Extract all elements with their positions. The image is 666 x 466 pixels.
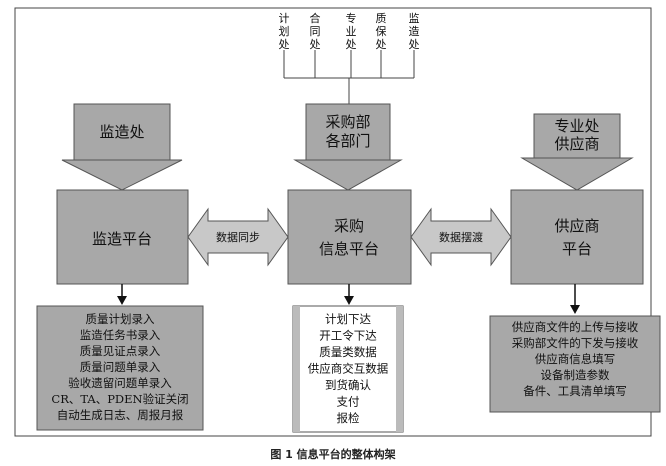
functions-right <box>489 315 661 413</box>
function-item-right: 供应商文件的上传与接收 <box>512 320 639 334</box>
function-item-center: 支付 <box>337 395 360 409</box>
down-arrow-right <box>570 284 580 314</box>
platform-label-right: 平台 <box>562 240 592 258</box>
function-item-right: 采购部文件的下发与接收 <box>512 336 639 350</box>
input-label-right: 供应商 <box>554 135 599 153</box>
department-bracket <box>283 50 415 104</box>
department-label-1: 处 <box>310 38 321 51</box>
department-label-char: 造 <box>409 24 420 38</box>
function-item-left: 监造任务书录入 <box>80 328 161 342</box>
function-item-center: 到货确认 <box>325 378 371 392</box>
platform-label-center: 信息平台 <box>319 240 379 258</box>
department-label-char: 业 <box>346 25 357 38</box>
sync-double-arrow <box>187 207 289 267</box>
department-label-0: 处 <box>279 38 290 51</box>
function-item-center: 质量类数据 <box>319 345 377 359</box>
function-item-left: 验收遗留问题单录入 <box>68 376 172 390</box>
functions-center <box>292 305 404 433</box>
function-item-center: 报检 <box>337 411 360 425</box>
function-item-right: 备件、工具清单填写 <box>523 384 627 398</box>
input-arrow-left <box>61 103 183 191</box>
function-item-left: 自动生成日志、周报月报 <box>57 408 184 422</box>
input-label-center: 各部门 <box>325 132 370 150</box>
department-label-char: 保 <box>376 24 387 38</box>
platform-label-right: 供应商 <box>554 217 599 235</box>
function-item-right: 设备制造参数 <box>541 368 610 382</box>
down-arrow-center <box>344 284 354 305</box>
department-label-char: 合 <box>310 11 321 25</box>
function-item-center: 计划下达 <box>325 312 371 326</box>
input-arrow-right <box>520 113 634 191</box>
department-label-3: 处 <box>376 38 387 51</box>
department-label-2: 处 <box>346 38 357 51</box>
platform-label-left: 监造平台 <box>92 230 152 248</box>
input-label-left: 监造处 <box>99 123 144 141</box>
down-arrow-left <box>117 284 127 305</box>
function-item-left: 质量计划录入 <box>86 312 155 326</box>
link-label-ferry: 数据摆渡 <box>439 230 483 244</box>
function-item-left: CR、TA、PDEN验证关闭 <box>51 392 188 406</box>
ferry-double-arrow <box>410 207 512 267</box>
figure-caption: 图 1 信息平台的整体构架 <box>270 448 396 461</box>
platform-right <box>510 189 644 285</box>
input-label-right: 专业处 <box>554 117 599 135</box>
diagram-text: 监造处采购部各部门专业处供应商监造平台采购信息平台供应商平台数据同步数据摆渡质量… <box>51 113 638 425</box>
platform-center <box>287 189 412 285</box>
functions-left <box>36 305 204 431</box>
function-item-center: 供应商交互数据 <box>308 362 389 376</box>
function-item-right: 供应商信息填写 <box>535 352 616 366</box>
department-label-char: 质 <box>376 12 387 25</box>
platform-label-center: 采购 <box>334 217 364 235</box>
function-item-left: 质量见证点录入 <box>80 344 161 358</box>
department-label-4: 处 <box>409 38 420 51</box>
input-arrow-center <box>293 103 403 191</box>
department-label-char: 监 <box>409 12 420 25</box>
input-label-center: 采购部 <box>325 113 370 131</box>
department-label-char: 计 <box>279 12 290 25</box>
department-label-char: 专 <box>346 11 357 25</box>
department-label-char: 划 <box>279 25 290 38</box>
function-item-left: 质量问题单录入 <box>80 360 161 374</box>
link-label-sync: 数据同步 <box>216 230 260 244</box>
function-item-center: 开工令下达 <box>319 329 377 343</box>
department-label-char: 同 <box>310 25 321 38</box>
